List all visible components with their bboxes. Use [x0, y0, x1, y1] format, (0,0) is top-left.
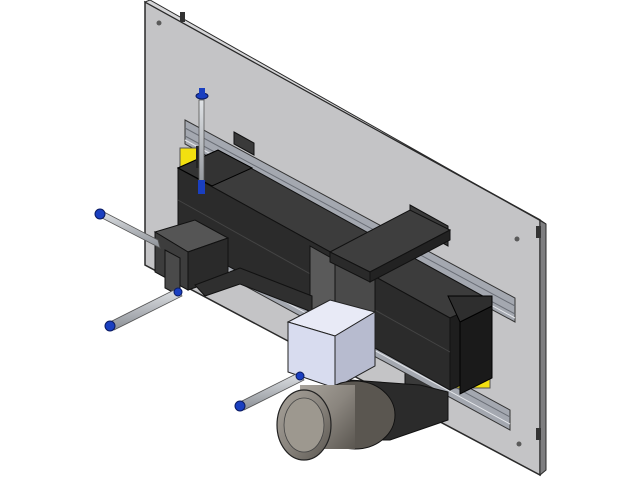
- bolt-icon[interactable]: [234, 400, 246, 412]
- beam-end-clamp: [447, 295, 493, 395]
- middle-rod: [109, 287, 183, 331]
- front-housing: [286, 299, 377, 389]
- bolt-icon[interactable]: [104, 320, 116, 332]
- plate-hole: [514, 236, 520, 242]
- plate-hole: [516, 441, 522, 447]
- bolt-icon[interactable]: [94, 208, 106, 220]
- threaded-rods: [99, 209, 305, 411]
- cross-arm: [328, 209, 452, 283]
- plate-hole: [156, 20, 162, 26]
- bolt-heads: [94, 208, 305, 412]
- nut-icon[interactable]: [295, 371, 305, 381]
- nut-icon[interactable]: [173, 287, 183, 297]
- vertical-threaded-rod: [195, 88, 209, 194]
- drum-roller: [276, 380, 396, 461]
